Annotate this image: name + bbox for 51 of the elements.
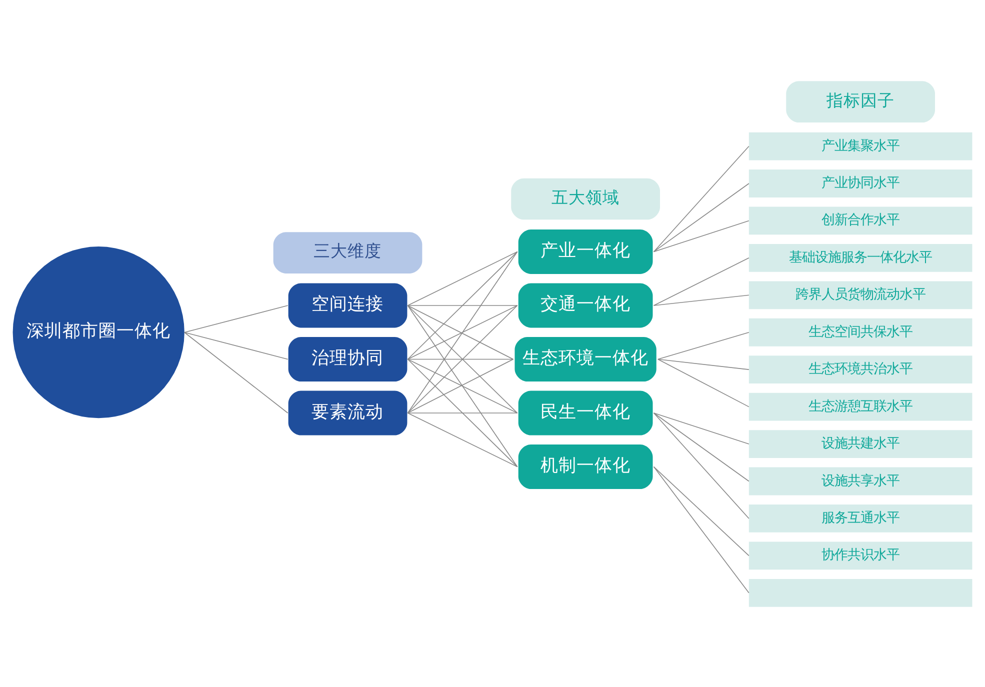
node-box: 生态环境共治水平 [748,355,972,384]
connector [407,412,518,467]
node-box: 生态环境一体化 [514,336,656,381]
node-box: 设施共享水平 [748,466,972,495]
node-box: 创新合作水平 [748,206,972,234]
node-box: 机制一体化 [518,444,653,488]
connector [658,358,750,370]
connector [653,294,750,306]
connector [407,358,518,467]
connector [653,412,750,444]
node-box: 生态游憩互联水平 [748,392,972,420]
node-box: 服务互通水平 [748,504,972,532]
node-box: 交通一体化 [518,282,653,328]
node-box: 设施共建水平 [748,430,972,458]
connector [407,358,514,360]
node-box: 产业一体化 [518,229,653,274]
node-box: 生态空间共保水平 [748,318,972,346]
connector [184,331,288,360]
connector [653,182,750,252]
connector [658,358,750,407]
connector [407,304,518,467]
node-box: 指标因子 [786,80,935,122]
connector [184,331,288,413]
connector [653,466,750,593]
node-box: 空间连接 [288,282,408,328]
node-box: 跨界人员货物流动水平 [748,280,972,309]
node-box: 基础设施服务一体化水平 [748,243,972,272]
node-box: 产业协同水平 [748,169,972,197]
node-circle: 深圳都市圈一体化 [12,246,184,418]
node-box: 要素流动 [288,390,408,435]
connector [407,304,518,306]
connector [184,304,288,332]
connector [653,466,750,556]
connector [653,220,750,252]
connector [407,250,518,413]
node-box: 协作共识水平 [748,541,972,570]
connector [653,145,750,252]
connector [407,304,518,413]
node-box [748,578,972,606]
connector [407,412,518,413]
connector [653,412,750,518]
connector [653,257,750,306]
node-box: 治理协同 [288,336,408,381]
node-box: 三大维度 [273,232,422,273]
connector [653,412,750,482]
connector [658,331,750,360]
node-box: 五大领域 [511,178,660,220]
node-box: 产业集聚水平 [748,132,972,160]
connector [407,250,518,306]
node-box: 民生一体化 [518,390,653,435]
connector [407,250,518,360]
